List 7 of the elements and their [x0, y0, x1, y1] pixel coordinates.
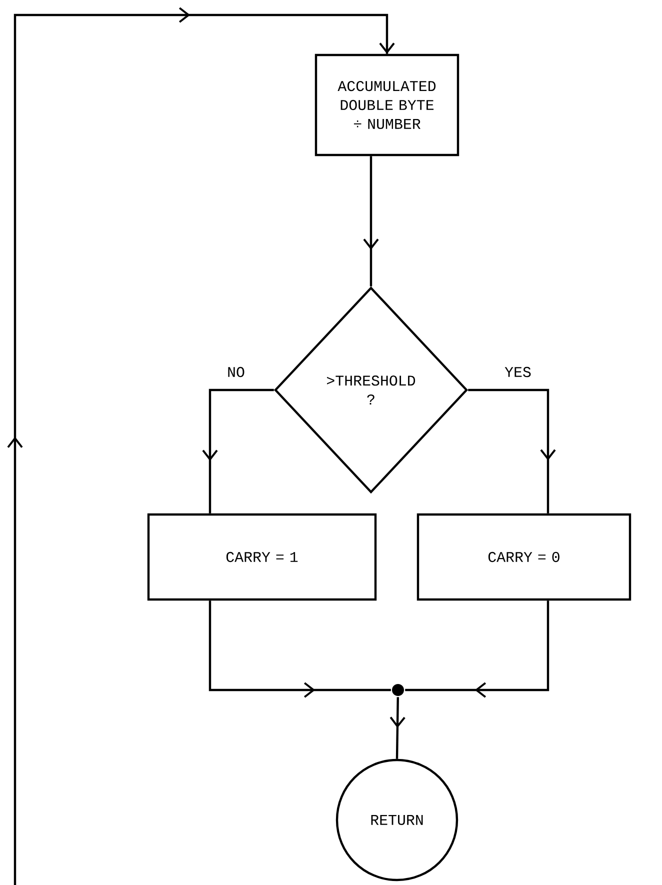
edge-label: NO — [226, 366, 246, 378]
process-box: ACCUMULATED DOUBLE BYTE ÷ NUMBER — [314, 54, 460, 156]
arrow — [7, 7, 395, 885]
edge-label: YES — [504, 366, 532, 378]
process-box: CARRY = 1 — [147, 513, 377, 601]
process-box: CARRY = 0 — [416, 513, 632, 601]
junction-dot — [392, 684, 404, 696]
